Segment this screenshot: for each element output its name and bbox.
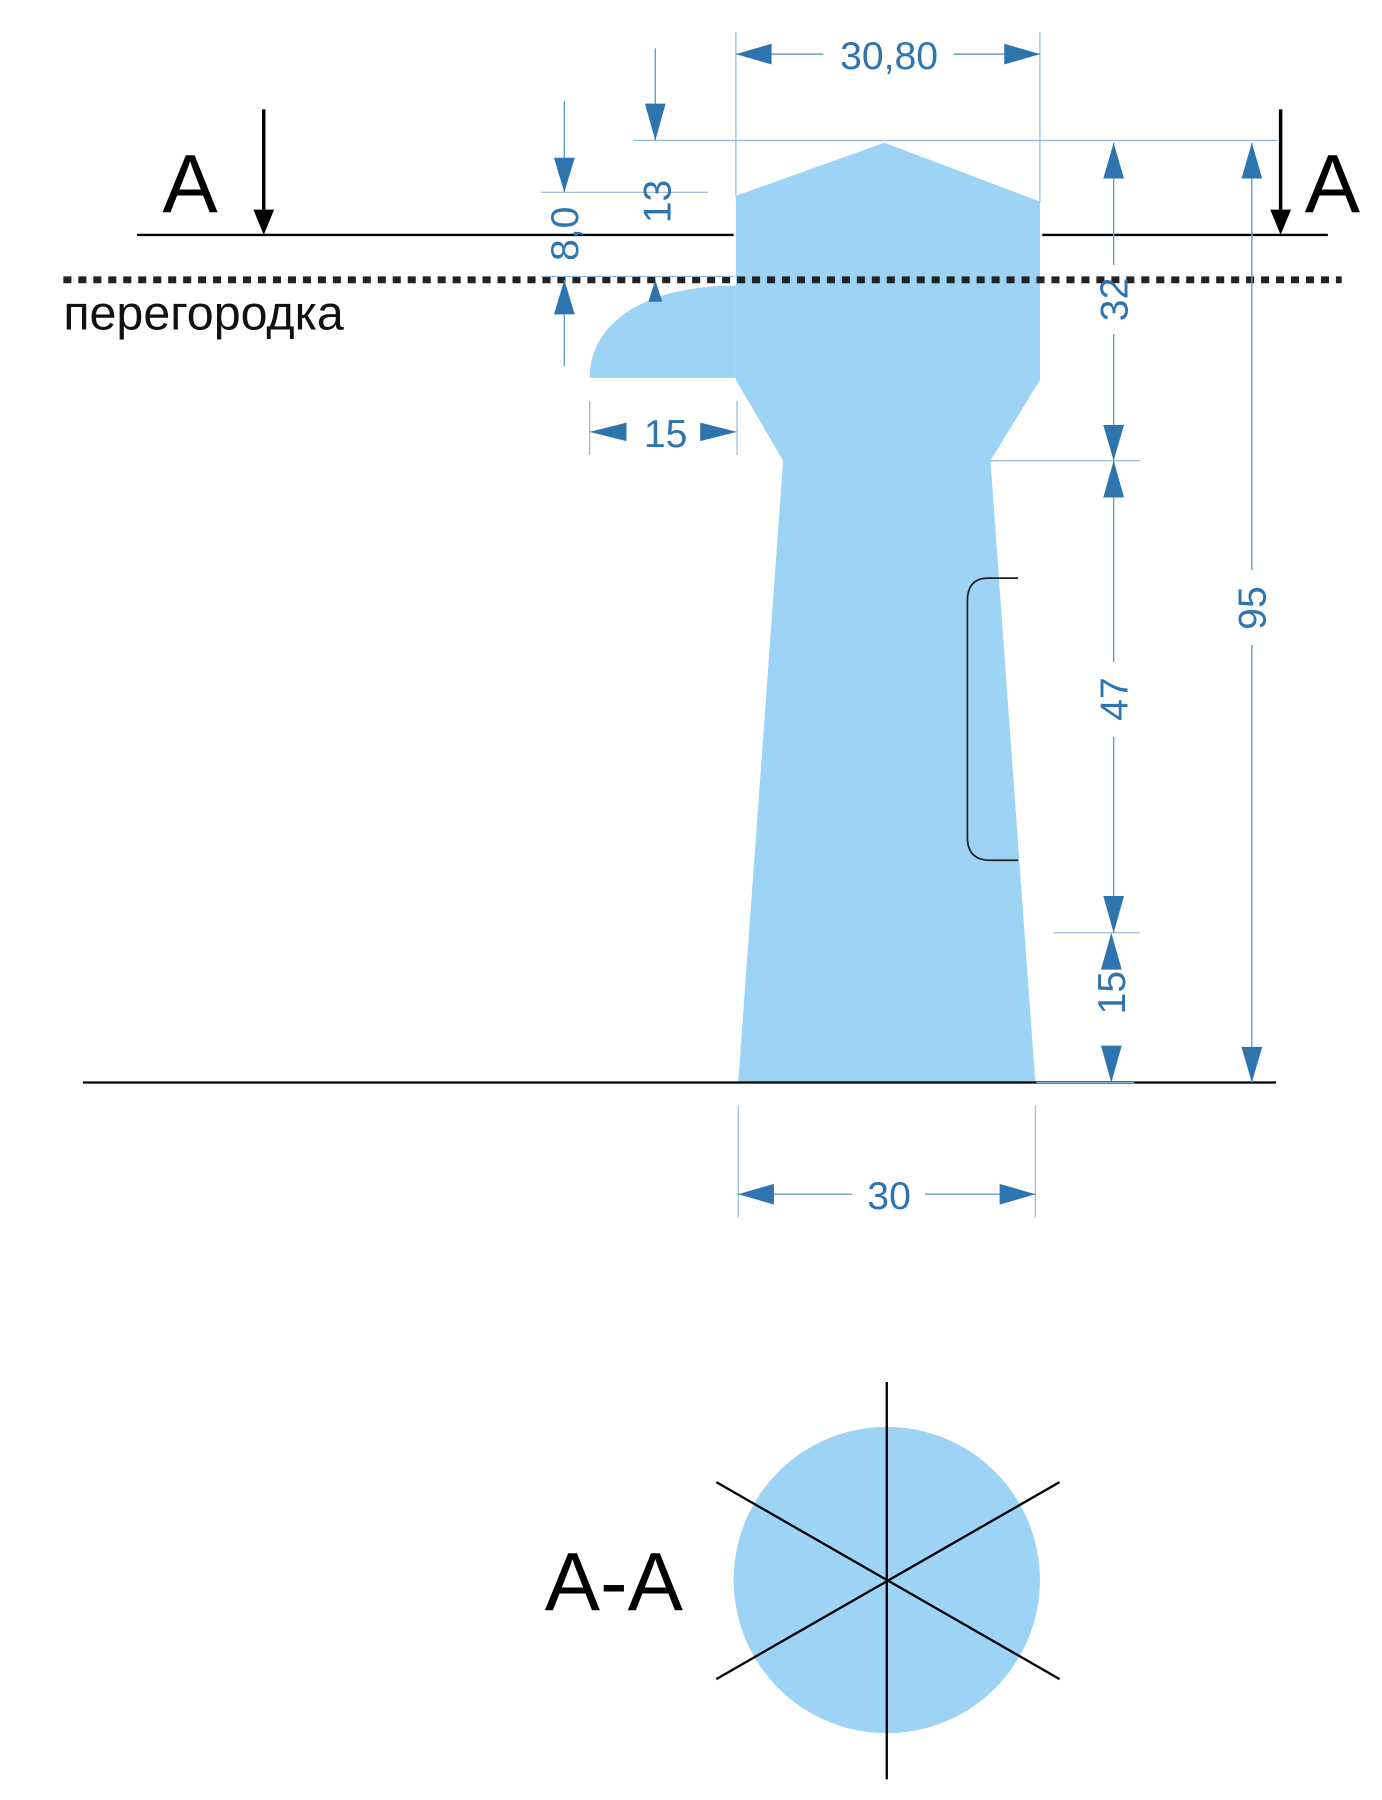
dimension-top-cap: 13 (541, 48, 1279, 302)
svg-text:8,0: 8,0 (544, 207, 587, 261)
svg-text:30,80: 30,80 (840, 35, 938, 78)
section-arrow-right (1270, 109, 1291, 235)
dimension-partition-offset: 8,0 (541, 101, 734, 367)
svg-text:95: 95 (1232, 586, 1275, 630)
svg-text:47: 47 (1093, 677, 1136, 721)
dimension-spout-length: 15 (589, 400, 738, 456)
partition-label: перегородка (63, 286, 344, 340)
svg-text:32: 32 (1093, 278, 1136, 322)
dimension-top-width: 30,80 (735, 32, 1041, 202)
section-title: A-A (545, 1535, 684, 1628)
slot-outline (966, 577, 1019, 862)
section-view (715, 1381, 1061, 1780)
dimension-base-width: 30 (737, 1105, 1036, 1218)
dimension-stem-height: 47 (1053, 460, 1141, 934)
section-arrow-left (253, 109, 275, 235)
svg-text:15: 15 (1091, 971, 1134, 1015)
body-shape (735, 142, 1040, 1083)
dimension-total-height: 95 (1232, 142, 1275, 1083)
section-mark-left: A (162, 137, 218, 230)
dimension-head-height: 32 (990, 142, 1141, 462)
section-mark-right: A (1305, 137, 1361, 230)
svg-text:13: 13 (636, 180, 679, 224)
svg-text:30: 30 (867, 1175, 911, 1218)
svg-text:15: 15 (644, 413, 688, 456)
spout-shape (589, 285, 736, 378)
dimension-base-height: 15 (1036, 932, 1135, 1084)
